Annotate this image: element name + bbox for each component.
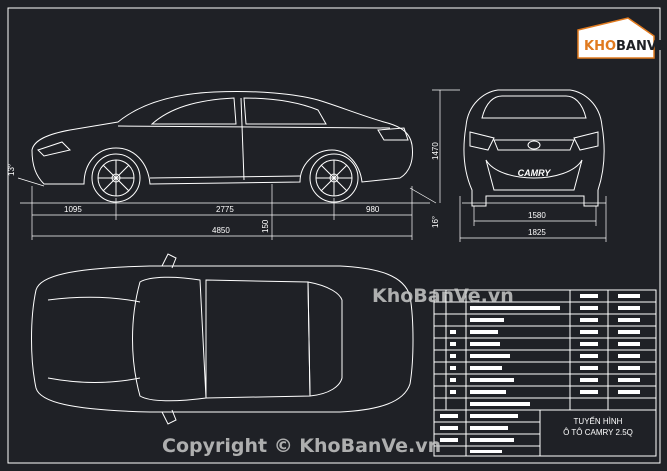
front-body-outline [463, 89, 605, 207]
side-view [17, 89, 460, 240]
rear-wheel [309, 153, 359, 203]
logo-house-shape [577, 17, 655, 59]
side-beltline [117, 125, 391, 129]
camry-badge: CAMRY [518, 168, 552, 178]
dim-width: 1825 [528, 228, 546, 237]
dim-track: 1580 [528, 211, 546, 220]
top-roof [205, 279, 311, 399]
top-hood-line-1 [47, 296, 141, 303]
title-block-text-bars [440, 294, 640, 453]
top-hood-line-2 [47, 377, 141, 383]
top-windshield [132, 276, 207, 402]
side-dimension-lines [17, 89, 460, 240]
khobanve-logo: KHOBANVE [577, 17, 666, 59]
front-grille-upper [493, 139, 575, 151]
front-view [459, 89, 607, 242]
title-line-2: Ô TÔ CAMRY 2.5Q [563, 428, 633, 437]
dim-wheelbase: 2775 [216, 205, 234, 214]
front-headlight-right [573, 131, 599, 151]
mirror-bottom [161, 409, 177, 425]
watermark-center: KhoBanVe.vn [372, 285, 514, 307]
brand-emblem [527, 140, 541, 150]
drawing-border [7, 7, 661, 464]
front-dimension-lines [459, 196, 607, 242]
side-window-rear [243, 97, 327, 125]
title-block [433, 289, 657, 457]
top-body-outline [31, 265, 414, 413]
side-taillight [377, 127, 409, 141]
side-window [150, 97, 237, 125]
side-headlight [37, 141, 71, 157]
top-view [31, 253, 414, 425]
watermark-bottom: Copyright © KhoBanVe.vn [162, 435, 441, 457]
logo-text: KHOBANVE [584, 39, 666, 54]
front-grille-lower [485, 159, 583, 191]
side-body-outline [31, 90, 413, 185]
front-wheel [91, 153, 141, 203]
dim-length: 4850 [212, 226, 230, 235]
title-line-1: TUYẾN HÌNH [574, 416, 623, 426]
dim-front-overhang: 1095 [64, 205, 82, 214]
dim-rear-overhang: 980 [366, 205, 380, 214]
dim-height: 1470 [431, 142, 440, 160]
mirror-top [161, 253, 177, 269]
top-rear-window [307, 281, 343, 397]
front-headlight-left [469, 131, 495, 151]
door-split [240, 97, 245, 181]
front-windshield [481, 95, 587, 119]
angle-rear-label: 16° [431, 216, 440, 228]
dim-ground-clearance: 150 [261, 219, 270, 233]
angle-front-label: 13° [7, 164, 16, 176]
side-rocker [149, 175, 301, 179]
